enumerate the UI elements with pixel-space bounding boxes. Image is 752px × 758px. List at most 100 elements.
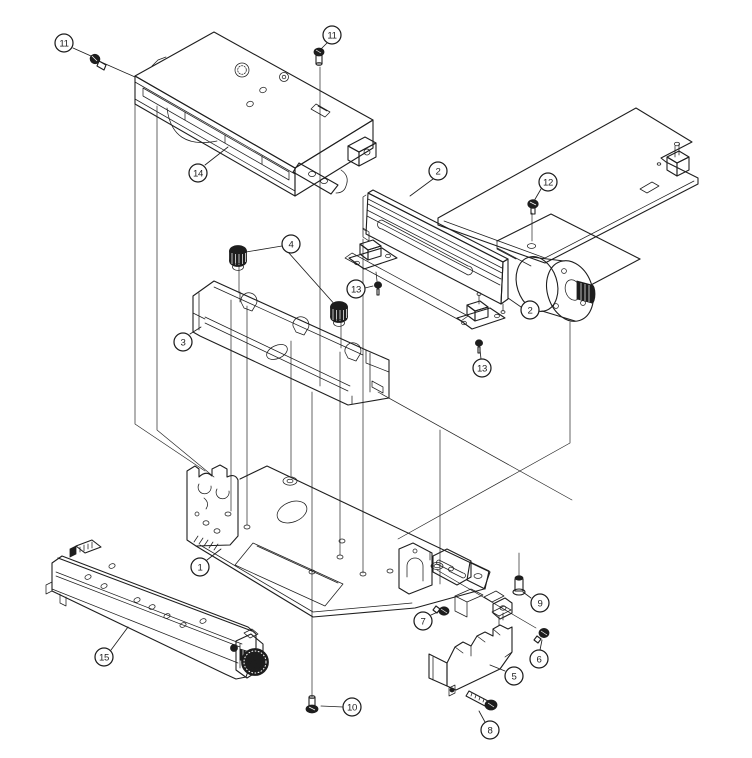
motor-shaft	[576, 280, 596, 304]
callout-balloon	[472, 358, 492, 378]
callout-2: 2	[409, 161, 448, 197]
callout-number: 10	[347, 702, 357, 713]
grommet-right	[330, 301, 348, 327]
callout-number: 7	[420, 616, 425, 627]
callout-balloon	[342, 697, 362, 717]
callout-1: 1	[190, 548, 222, 577]
callout-9: 9	[522, 591, 550, 613]
callout-number: 8	[487, 725, 492, 736]
callout-14: 14	[188, 146, 229, 183]
projection-lines	[134, 66, 573, 697]
callout-balloon	[94, 647, 114, 667]
callout-balloon	[322, 25, 342, 45]
callout-number: 15	[99, 652, 109, 663]
callout-11: 11	[54, 33, 92, 57]
callout-balloon	[173, 332, 193, 352]
part-front-rail	[362, 189, 509, 314]
screw-11-right	[313, 47, 325, 66]
callout-2: 2	[507, 297, 540, 320]
callout-balloon	[190, 557, 210, 577]
callout-leader-line	[189, 326, 202, 335]
callout-balloon	[529, 649, 549, 669]
callout-balloon	[54, 33, 74, 53]
callout-number: 14	[193, 168, 204, 179]
part-base-chassis	[186, 464, 512, 626]
callout-leader-line	[204, 146, 229, 166]
callout-12: 12	[533, 172, 558, 202]
callout-number: 6	[536, 654, 541, 665]
callout-number: 13	[351, 284, 361, 295]
callout-leader-line	[533, 188, 542, 202]
callout-leader-line	[206, 548, 222, 561]
callout-leader-line	[72, 47, 92, 57]
screw-11-left	[89, 53, 136, 78]
part-lower-guide-plate	[45, 539, 269, 680]
callout-8: 8	[478, 710, 500, 740]
callout-leader-line	[245, 245, 283, 253]
switch-pcb-left	[348, 239, 398, 282]
callout-15: 15	[94, 626, 129, 667]
callout-number: 2	[527, 305, 532, 316]
screw-8	[465, 690, 498, 711]
callout-leader-line	[507, 297, 522, 308]
callout-13: 13	[346, 279, 374, 299]
callout-number: 3	[180, 337, 185, 348]
callout-leader-line	[110, 626, 129, 651]
screw-13-left	[373, 281, 382, 296]
screw-10	[305, 695, 319, 714]
callout-number: 13	[477, 363, 487, 374]
part-carriage-frame	[192, 280, 390, 406]
callout-13: 13	[472, 349, 492, 378]
screw-7	[432, 605, 450, 616]
grommet-left	[229, 245, 247, 271]
callout-leader-line	[320, 42, 328, 50]
part-detector-assembly	[428, 597, 513, 697]
callout-balloon	[504, 666, 524, 686]
callout-number: 1	[197, 562, 202, 573]
part-top-cover	[134, 31, 377, 197]
callout-number: 2	[435, 166, 440, 177]
callout-balloon	[413, 611, 433, 631]
callout-leader-line	[320, 705, 344, 708]
callout-balloon	[281, 234, 301, 254]
part-guide-panel	[437, 107, 699, 264]
part-motor	[515, 256, 596, 322]
callout-leader-line	[522, 591, 532, 599]
chassis-left-bracket	[186, 464, 239, 551]
callout-number: 12	[543, 177, 553, 188]
callout-balloon	[480, 720, 500, 740]
roller-gear-assembly	[230, 628, 269, 679]
screw-9	[512, 575, 526, 596]
screw-6	[533, 628, 550, 644]
callout-leader-line	[287, 251, 338, 308]
callout-number: 5	[511, 671, 516, 682]
callout-leader-line	[479, 349, 482, 360]
callout-leader-line	[489, 664, 506, 672]
chassis-right-bracket	[398, 542, 490, 595]
callout-7: 7	[413, 610, 441, 631]
callout-3: 3	[173, 326, 202, 352]
assembly-ear	[492, 597, 513, 621]
switch-pcb-right	[456, 292, 506, 330]
cover-curved-cutout	[166, 107, 218, 143]
callout-balloon	[346, 279, 366, 299]
callout-balloon	[530, 593, 550, 613]
cover-side-block	[347, 136, 377, 167]
callout-balloon	[188, 163, 208, 183]
callout-number: 11	[59, 38, 68, 49]
callout-balloon	[520, 300, 540, 320]
callout-number: 11	[327, 30, 336, 41]
callout-10: 10	[320, 697, 362, 717]
callout-5: 5	[489, 664, 524, 686]
callout-leader-line	[430, 610, 441, 616]
callout-leader-line	[364, 285, 374, 289]
callout-11: 11	[320, 25, 342, 50]
screw-12	[526, 199, 539, 249]
screw-13-right	[474, 339, 483, 354]
part-motor-bracket	[344, 213, 641, 322]
callout-leader-line	[409, 178, 434, 197]
callout-leader-line	[539, 639, 543, 651]
